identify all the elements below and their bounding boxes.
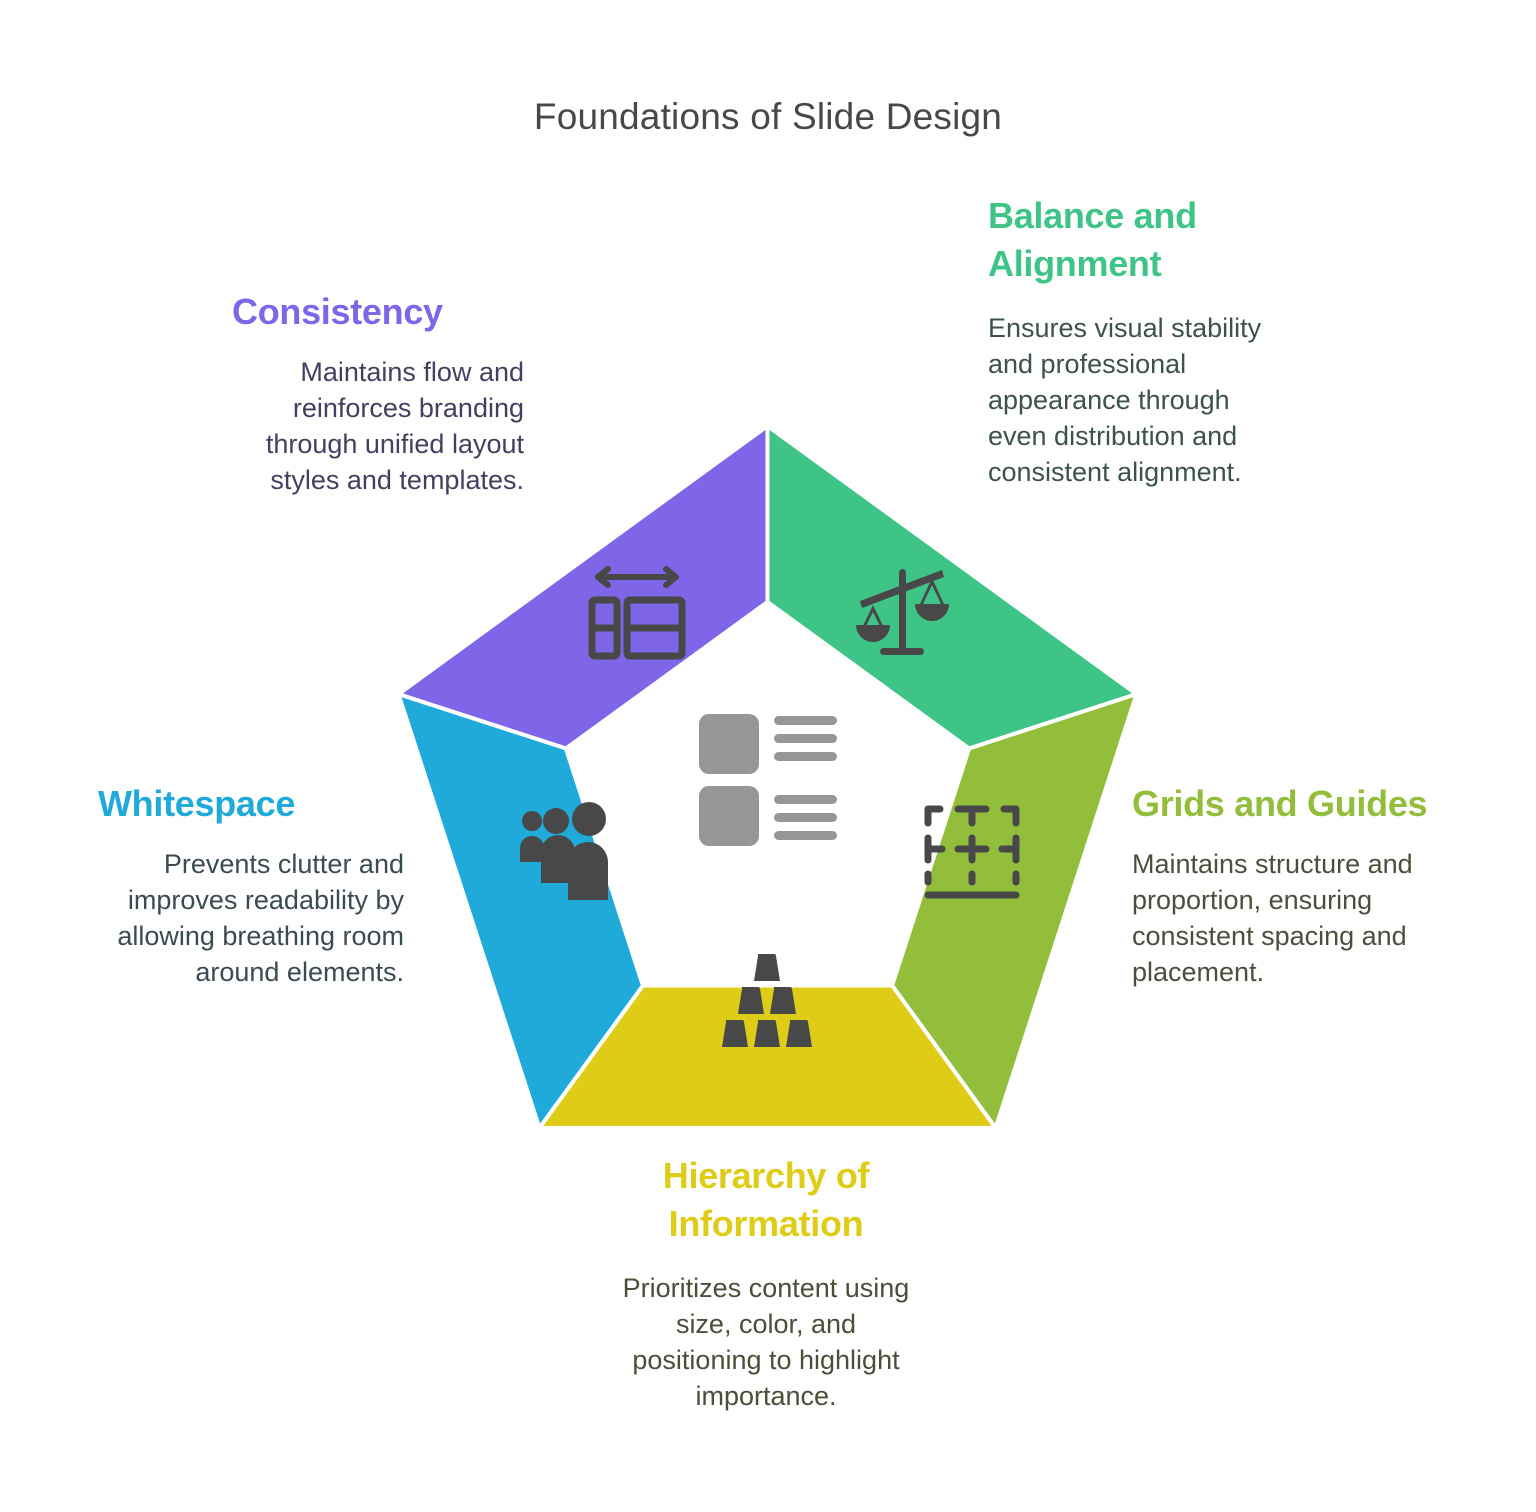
pyramid-cup (770, 987, 796, 1014)
whitespace-block: Whitespace Prevents clutter and improves… (70, 780, 404, 990)
diagram-title: Foundations of Slide Design (533, 96, 1003, 137)
balance-heading: Balance and Alignment (988, 192, 1318, 288)
balance-line: Ensures visual stability (988, 313, 1262, 343)
consistency-line: through unified layout (265, 429, 524, 459)
pyramid-cup (754, 1020, 780, 1047)
whitespace-description: Prevents clutter and improves readabilit… (70, 846, 404, 990)
consistency-block: Consistency Maintains flow and reinforce… (180, 288, 524, 498)
hierarchy-line: Prioritizes content using (622, 1273, 910, 1303)
whitespace-line: Prevents clutter and (163, 849, 404, 879)
consistency-line: styles and templates. (270, 465, 524, 495)
grids-block: Grids and Guides Maintains structure and… (1132, 780, 1472, 990)
balance-line: even distribution and (988, 421, 1238, 451)
hierarchy-heading: Hierarchy of Information (566, 1152, 966, 1248)
balance-line: consistent alignment. (988, 457, 1242, 487)
pyramid-cup (738, 987, 764, 1014)
hierarchy-description: Prioritizes content using size, color, a… (566, 1270, 966, 1414)
balance-heading-line: Alignment (988, 243, 1162, 284)
hierarchy-heading-line: Hierarchy of (662, 1155, 870, 1196)
segment-whitespace (395, 690, 646, 1133)
whitespace-line: allowing breathing room (117, 921, 404, 951)
grid-guides-icon (924, 805, 1020, 899)
consistency-description: Maintains flow and reinforces branding t… (180, 354, 524, 498)
balance-heading-line: Balance and (988, 195, 1197, 236)
consistency-heading: Consistency (232, 291, 443, 332)
hierarchy-heading-line: Information (668, 1203, 864, 1244)
hierarchy-line: size, color, and (675, 1309, 857, 1339)
hierarchy-line: importance. (695, 1381, 837, 1411)
whitespace-line: around elements. (195, 957, 404, 987)
balance-line: appearance through (988, 385, 1230, 415)
whitespace-line: improves readability by (127, 885, 404, 915)
balance-description: Ensures visual stability and professiona… (988, 310, 1318, 490)
hierarchy-block: Hierarchy of Information Prioritizes con… (566, 1152, 966, 1414)
pyramid-stack-icon (722, 954, 812, 1047)
balance-scale-icon (856, 569, 949, 655)
hierarchy-line: positioning to highlight (632, 1345, 900, 1375)
grids-line: placement. (1132, 957, 1265, 987)
grids-line: Maintains structure and (1132, 849, 1413, 879)
pyramid-cup (722, 1020, 748, 1047)
whitespace-heading: Whitespace (98, 783, 296, 824)
grids-line: consistent spacing and (1132, 921, 1407, 951)
list-layout-icon (699, 714, 837, 846)
grids-description: Maintains structure and proportion, ensu… (1132, 846, 1472, 990)
grids-heading: Grids and Guides (1132, 783, 1428, 824)
consistency-line: reinforces branding (292, 393, 524, 423)
grids-line: proportion, ensuring (1132, 885, 1373, 915)
pyramid-cup (786, 1020, 812, 1047)
people-group-icon (520, 802, 608, 900)
balance-line: and professional (988, 349, 1187, 379)
pyramid-cup (754, 954, 780, 981)
balance-block: Balance and Alignment Ensures visual sta… (988, 192, 1318, 490)
consistency-line: Maintains flow and (300, 357, 524, 387)
layout-resize-icon (588, 566, 686, 660)
